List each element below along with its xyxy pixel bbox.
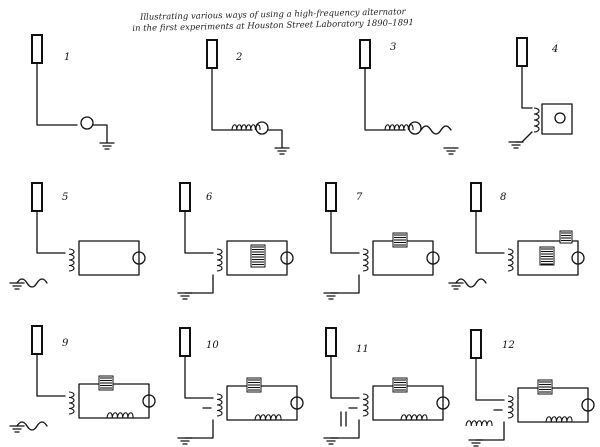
figure-4: 4	[508, 37, 573, 149]
lamp	[142, 394, 156, 408]
wire	[267, 129, 283, 149]
lamp	[554, 112, 566, 124]
figure-number: 2	[235, 52, 242, 63]
secondary-loop	[372, 385, 444, 421]
wire	[211, 67, 253, 131]
lamp	[408, 121, 422, 135]
coil	[106, 412, 134, 419]
lamp	[80, 116, 94, 130]
lamp	[436, 396, 450, 410]
terminal-capacity	[31, 34, 43, 64]
figure-number: 12	[502, 340, 515, 351]
lamp	[571, 251, 585, 265]
terminal-capacity	[470, 182, 482, 212]
coil	[384, 124, 414, 131]
figure-number: 3	[390, 42, 396, 53]
terminal-capacity	[31, 325, 43, 355]
figure-6: 6	[177, 182, 294, 300]
figure-number: 10	[206, 340, 219, 351]
coil	[545, 416, 573, 423]
coil	[254, 414, 282, 421]
figure-2: 2	[206, 39, 290, 155]
terminal-capacity	[359, 39, 371, 69]
secondary-loop	[517, 240, 579, 276]
wire	[330, 274, 360, 294]
lamp	[581, 398, 595, 412]
terminal-capacity	[325, 327, 337, 357]
figure-number: 11	[356, 344, 369, 355]
coil	[507, 248, 514, 272]
terminal-capacity	[179, 327, 191, 357]
figure-1: 1	[31, 34, 115, 150]
figure-9: 9	[9, 325, 156, 433]
figure-number: 9	[62, 338, 69, 349]
figure-number: 4	[551, 44, 558, 55]
coil	[507, 395, 514, 419]
terminal-capacity	[470, 329, 482, 359]
wire	[330, 210, 360, 254]
figure-number: 8	[500, 192, 506, 203]
wire	[475, 210, 505, 254]
lamp	[290, 396, 304, 410]
secondary-loop	[226, 240, 288, 276]
figure-3: 3	[359, 39, 459, 155]
lamp	[280, 251, 294, 265]
terminal-capacity	[516, 37, 528, 67]
coil	[362, 393, 369, 417]
wire	[36, 210, 66, 254]
coil	[533, 107, 540, 133]
wavy-ground-lead	[16, 278, 48, 288]
figure-7: 7	[323, 182, 440, 300]
figure-number: 7	[356, 192, 363, 203]
secondary-loop	[78, 240, 140, 276]
coil	[231, 124, 261, 131]
wavy-ground-lead	[16, 421, 48, 431]
wire	[330, 419, 360, 439]
figure-12: 12	[465, 329, 595, 447]
coil	[362, 248, 369, 272]
wire	[184, 274, 214, 294]
terminal-capacity	[31, 182, 43, 212]
wire	[184, 355, 214, 399]
coil	[68, 248, 75, 272]
condenser-box	[250, 244, 266, 268]
coil	[216, 248, 223, 272]
wire	[36, 62, 78, 126]
figure-number: 6	[206, 192, 213, 203]
terminal-capacity	[325, 182, 337, 212]
figure-10: 10	[177, 327, 304, 445]
lamp	[426, 251, 440, 265]
wire	[475, 357, 505, 401]
wavy-ground-lead	[420, 125, 452, 135]
wire	[184, 210, 214, 254]
terminal-capacity	[179, 182, 191, 212]
secondary-loop	[541, 103, 573, 135]
coil	[465, 420, 493, 427]
wavy-ground-lead	[455, 278, 487, 288]
coil	[400, 414, 428, 421]
figure-5: 5	[9, 182, 146, 290]
wire	[364, 67, 406, 131]
figure-number: 5	[62, 192, 68, 203]
wire	[521, 65, 533, 109]
wire	[515, 131, 533, 143]
secondary-loop	[517, 387, 589, 423]
figure-8: 8	[448, 182, 585, 290]
coil	[216, 393, 223, 417]
wire	[92, 124, 108, 144]
wire	[475, 421, 505, 441]
wire	[36, 353, 66, 397]
secondary-loop	[226, 385, 298, 421]
figure-number: 1	[64, 52, 70, 63]
coil	[68, 391, 75, 415]
terminal-capacity	[206, 39, 218, 69]
wire	[330, 355, 360, 399]
figure-11: 11	[323, 327, 450, 445]
secondary-loop	[78, 383, 150, 419]
lamp	[255, 121, 269, 135]
wire	[184, 419, 214, 439]
lamp	[132, 251, 146, 265]
